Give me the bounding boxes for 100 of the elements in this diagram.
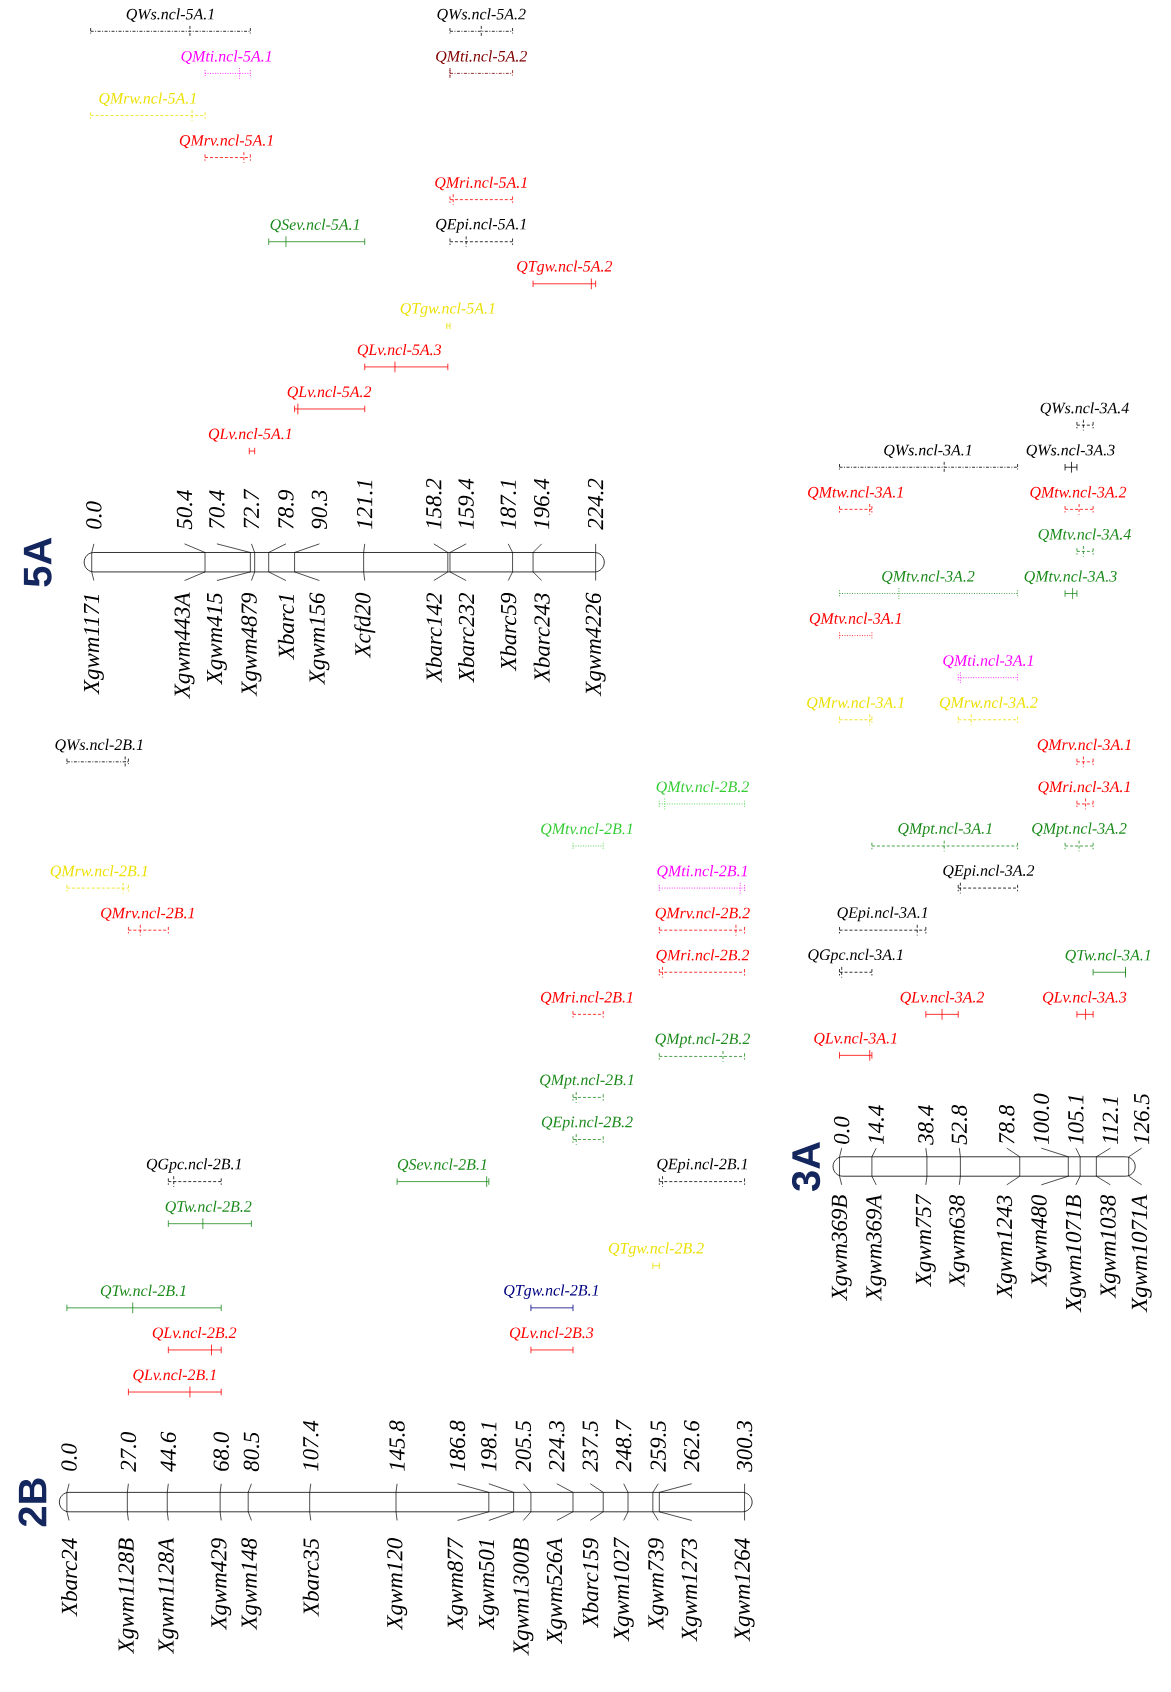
qtl-label: QLv.ncl-5A.3 [357,343,442,358]
qtl-label: QMrw.ncl-5A.1 [99,92,196,107]
marker-label: Xgwm415 [207,593,227,685]
node-label: 3A [792,1142,821,1192]
marker-label: Xgwm1027 [613,1537,634,1642]
qtl-label: QLv.ncl-2B.3 [510,1326,594,1341]
qtl-label: QTgw.ncl-2B.1 [504,1284,598,1299]
qtl-label: QWs.ncl-5A.1 [126,8,214,22]
qtl-label: QMrw.ncl-3A.1 [807,696,904,711]
marker-label: Xbarc232 [458,593,475,683]
position-label: 198.1 [481,1422,497,1471]
qtl-label: QMpt.ncl-2B.2 [655,1033,751,1048]
qtl-label: QMrw.ncl-2B.1 [50,865,148,879]
position-label: 159.4 [458,478,474,529]
chromosome-bar: 5A [23,537,605,587]
marker-label: Xgwm1273 [681,1538,702,1642]
position-label: 72.7 [243,488,260,529]
qtl-label: QMti.ncl-5A.2 [436,50,528,64]
qtl-label: QMri.ncl-2B.2 [656,949,750,963]
qtl-label: QMtw.ncl-3A.2 [1030,486,1127,500]
marker-label: Xgwm739 [648,1538,669,1631]
marker-label: Xgwm1264 [734,1538,755,1642]
qtl-label: QEpi.ncl-2B.2 [541,1116,633,1131]
marker-label: Xbarc142 [425,593,442,683]
qtl-label: QWs.ncl-2B.1 [55,738,143,753]
position-label: 186.8 [449,1420,466,1471]
qtl-label: QMti.ncl-2B.1 [657,865,747,879]
qtl-label: QMtv.ncl-3A.3 [1024,570,1117,585]
marker-label: Xbarc24 [61,1538,78,1617]
marker-label: Xgwm1128B [118,1538,139,1654]
qtl-label: QEpi.ncl-3A.2 [943,864,1035,880]
qtl-label: QMtv.ncl-3A.1 [809,612,901,627]
qtl-label: QTgw.ncl-2B.2 [608,1242,704,1257]
node-label: 2B [18,1478,47,1527]
qtl-label: QMrw.ncl-3A.2 [940,696,1038,711]
marker-label: Xbarc59 [500,592,517,672]
marker-label: Xgwm526A [546,1537,567,1645]
qtl-label: QLv.ncl-5A.1 [208,428,292,442]
qtl-label: QLv.ncl-3A.2 [900,991,985,1005]
qtl-label: QMrv.ncl-5A.1 [179,134,273,149]
marker-label: Xbarc35 [302,1538,319,1617]
marker-label: Xbarc159 [582,1538,599,1629]
marker-label: Xgwm120 [387,1538,408,1631]
position-label: 126.5 [1134,1093,1150,1144]
marker-label: Xgwm1300B [513,1538,534,1656]
qtl-label: QMti.ncl-3A.1 [943,654,1033,669]
qtl-label: QMpt.ncl-3A.2 [1032,822,1127,838]
qtl-label: QMri.ncl-5A.1 [435,176,527,191]
position-label: 0.0 [61,1443,77,1471]
qtl-label: QEpi.ncl-2B.1 [657,1158,747,1173]
qtl-label: QMpt.ncl-2B.1 [540,1074,634,1089]
qtl-label: QLv.ncl-3A.1 [814,1032,897,1046]
position-label: 158.2 [426,478,442,529]
qtl-label: QTw.ncl-3A.1 [1065,949,1151,963]
marker-label: Xgwm1071A [1131,1194,1152,1313]
qtl-label: QMpt.ncl-3A.1 [898,822,992,838]
position-label: 196.4 [534,478,550,529]
qtl-label: QMti.ncl-5A.1 [181,50,271,64]
position-label: 224.2 [588,478,604,530]
qtl-label: QWs.ncl-3A.4 [1040,402,1129,416]
position-label: 78.9 [278,490,294,529]
qtl-label: QMrv.ncl-2B.1 [101,907,194,921]
qtl-label: QWs.ncl-3A.3 [1026,444,1115,458]
position-label: 107.4 [303,1420,319,1471]
chromosome-bar: 2B [18,1478,753,1527]
qtl-label: QWs.ncl-3A.1 [884,444,972,458]
position-label: 187.1 [500,480,517,529]
qtl-label: QMtw.ncl-3A.1 [808,486,903,500]
qtl-label: QEpi.ncl-3A.1 [837,906,928,922]
marker-label: Xgwm429 [211,1538,232,1631]
qtl-label: QLv.ncl-5A.2 [287,385,372,400]
marker-label: Xgwm4879 [241,592,262,697]
qtl-label: QMrv.ncl-2B.2 [655,907,750,921]
position-label: 0.0 [86,501,102,529]
qtl-label: QWs.ncl-5A.2 [437,8,526,22]
qtl-label: QLv.ncl-2B.1 [133,1369,216,1383]
qtl-label: QMrv.ncl-3A.1 [1037,738,1131,753]
qtl-label: QTgw.ncl-5A.2 [517,260,613,275]
qtl-label: QMri.ncl-3A.1 [1038,780,1130,795]
qtl-label: QGpc.ncl-2B.1 [146,1158,241,1173]
marker-label: Xgwm1128A [158,1537,179,1654]
position-label: 90.3 [311,490,328,530]
qtl-label: QLv.ncl-2B.2 [152,1326,237,1341]
qtl-label: QMtv.ncl-3A.4 [1038,528,1131,543]
marker-label: Xgwm148 [241,1538,262,1631]
qtl-label: QTw.ncl-2B.2 [165,1200,252,1215]
qtl-label: QMtv.ncl-2B.1 [541,823,633,837]
position-label: 121.1 [357,480,373,529]
qtl-label: QMtv.ncl-3A.2 [882,570,975,585]
marker-label: Xgwm877 [447,1537,468,1631]
position-label: 70.4 [209,490,225,529]
qtl-label: QEpi.ncl-5A.1 [436,218,526,233]
qtl-label: QGpc.ncl-3A.1 [808,948,903,964]
marker-label: Xbarc243 [533,593,550,683]
node-label: 5A [23,537,52,587]
qtl-label: QMtv.ncl-2B.2 [656,780,749,795]
marker-label: Xgwm1171 [83,595,104,695]
qtl-label: QTgw.ncl-5A.1 [400,302,495,317]
position-label: 68.0 [213,1431,230,1471]
marker-label: Xbarc1 [278,595,295,660]
